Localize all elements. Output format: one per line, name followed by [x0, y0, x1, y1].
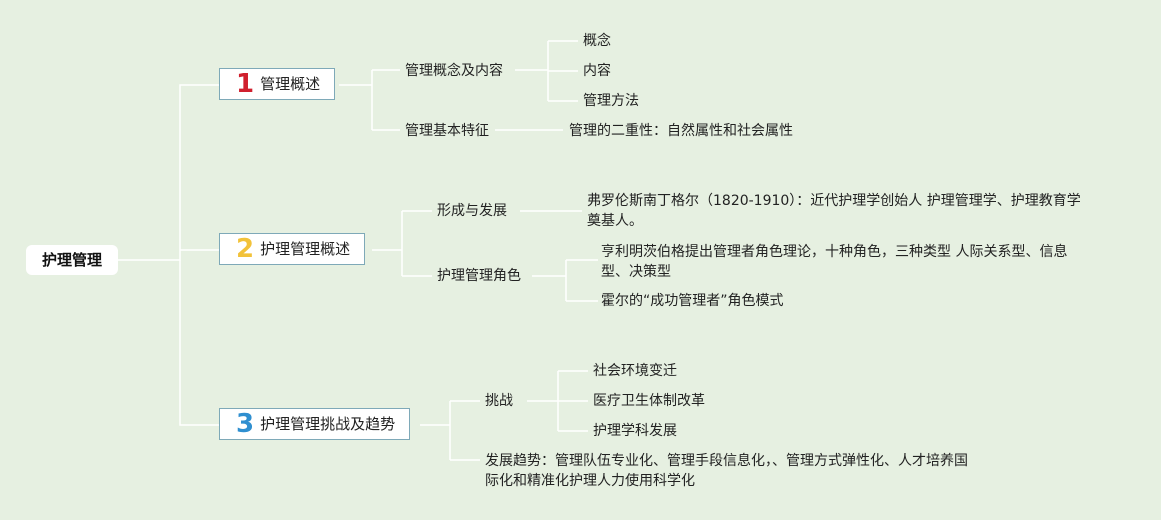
number-1-badge: 1 — [236, 69, 255, 99]
leaf-nightingale[interactable]: 弗罗伦斯南丁格尔（1820-1910）：近代护理学创始人 护理管理学、护理教育学… — [587, 193, 1081, 229]
branch-1-label: 管理概述 — [260, 75, 321, 93]
topic-management-concept[interactable]: 管理概念及内容 — [405, 63, 503, 79]
number-2-badge: 2 — [236, 234, 255, 264]
leaf-concept[interactable]: 概念 — [583, 33, 611, 49]
topic-formation-development[interactable]: 形成与发展 — [437, 203, 507, 219]
leaf-management-method[interactable]: 管理方法 — [583, 93, 639, 109]
branch-3-node[interactable]: 3 护理管理挑战及趋势 — [219, 408, 411, 440]
leaf-healthcare-reform[interactable]: 医疗卫生体制改革 — [593, 393, 705, 409]
topic-management-features[interactable]: 管理基本特征 — [405, 123, 489, 139]
root-node[interactable]: 护理管理 — [26, 245, 118, 275]
leaf-social-environment[interactable]: 社会环境变迁 — [593, 363, 677, 379]
topic-challenges[interactable]: 挑战 — [485, 393, 513, 409]
branch-2-node[interactable]: 2 护理管理概述 — [219, 233, 366, 265]
leaf-duality[interactable]: 管理的二重性：自然属性和社会属性 — [569, 123, 793, 139]
branch-2-label: 护理管理概述 — [260, 240, 351, 258]
branch-3-label: 护理管理挑战及趋势 — [260, 415, 396, 433]
branch-1-node[interactable]: 1 管理概述 — [219, 68, 336, 100]
leaf-content[interactable]: 内容 — [583, 63, 611, 79]
leaf-discipline-development[interactable]: 护理学科发展 — [593, 423, 677, 439]
leaf-mintzberg[interactable]: 亨利明茨伯格提出管理者角色理论，十种角色，三种类型 人际关系型、信息型、决策型 — [601, 244, 1068, 280]
number-3-badge: 3 — [236, 409, 255, 439]
topic-nursing-management-role[interactable]: 护理管理角色 — [437, 268, 521, 284]
leaf-hall-model[interactable]: 霍尔的“成功管理者”角色模式 — [601, 293, 784, 309]
topic-development-trends[interactable]: 发展趋势：管理队伍专业化、管理手段信息化，、管理方式弹性化、人才培养国际化和精准… — [485, 453, 968, 489]
